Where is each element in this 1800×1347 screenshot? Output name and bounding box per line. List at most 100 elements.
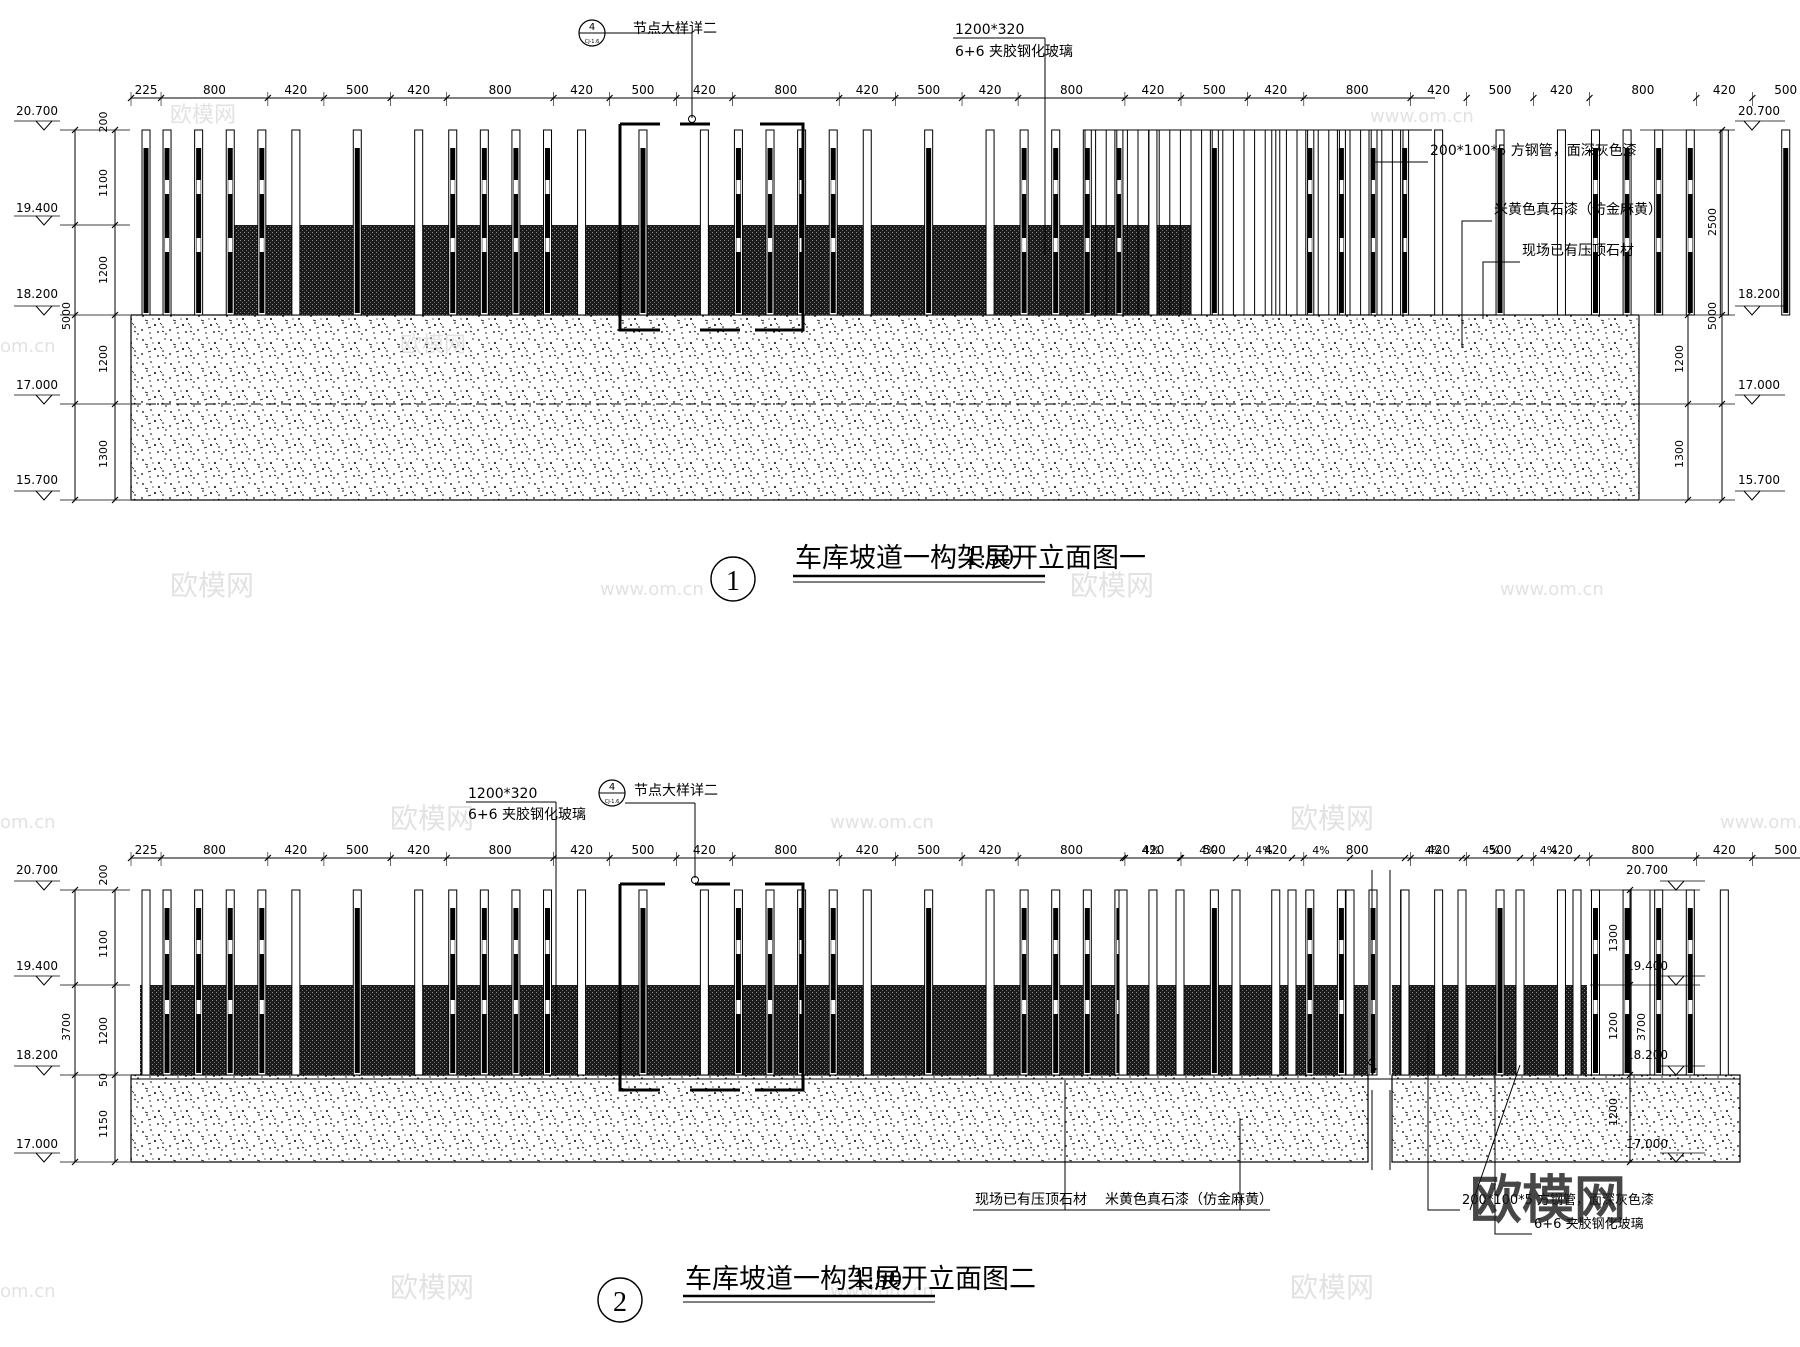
- top-dimension-label: 225: [135, 83, 158, 97]
- top-dimension-label: 800: [1060, 843, 1083, 857]
- post-dark-insert: [545, 908, 551, 1073]
- glass-band-left: [140, 985, 1368, 1075]
- post-dark-insert: [450, 148, 456, 313]
- frame-post: [1434, 889, 1444, 1076]
- post-gap: [1116, 180, 1121, 194]
- post-gap: [1085, 238, 1090, 252]
- left-vdim-5000: 5000: [60, 302, 73, 330]
- post-gap: [1370, 940, 1375, 954]
- post-gap: [1656, 238, 1661, 252]
- frame-post: [985, 129, 995, 316]
- d2-detail-callout-sheet: CJ-1.6: [605, 799, 620, 805]
- d2-glass-size-note: 1200*320: [468, 786, 537, 802]
- post-gap: [1656, 1000, 1661, 1014]
- top-dimension-label: 800: [203, 83, 226, 97]
- percent-dim-label: 4%: [1199, 844, 1216, 857]
- watermark-text: 欧模网: [1290, 1271, 1374, 1304]
- watermark-text: 欧模网: [1290, 802, 1374, 835]
- glass-band-right: [1392, 985, 1587, 1075]
- post-dark-insert: [196, 908, 202, 1073]
- d2-left-elevation-17-000: 17.000: [16, 1137, 58, 1151]
- top-dimension-label: 800: [489, 843, 512, 857]
- post-dark-insert: [1370, 148, 1376, 313]
- post-dark-insert: [481, 148, 487, 313]
- post-gap: [1593, 180, 1598, 194]
- frame-post: [1148, 129, 1158, 316]
- post-gap: [1085, 180, 1090, 194]
- post-dark-insert: [1783, 148, 1789, 313]
- top-dimension-label: 420: [407, 83, 430, 97]
- d2-right-vdim-1200b: 1200: [1607, 1098, 1620, 1126]
- post-dark-insert: [1084, 908, 1090, 1073]
- frame-post: [862, 889, 872, 1076]
- post-dark-insert: [227, 908, 233, 1073]
- steel-post: [1287, 889, 1297, 1076]
- post-gap: [1307, 940, 1312, 954]
- right-elevation-15-700: 15.700: [1738, 473, 1780, 487]
- elevation-marker: [35, 1065, 53, 1076]
- frame-post: [414, 889, 424, 1076]
- drawing-1-scale: 1:50: [965, 546, 1014, 571]
- elevation-marker: [35, 394, 53, 405]
- glass-size-note: 1200*320: [955, 22, 1024, 38]
- post-dark-insert: [354, 148, 360, 313]
- d2-right-vdim-1200a: 1200: [1607, 1012, 1620, 1040]
- post-gap: [1370, 180, 1375, 194]
- left-vdim-1200a: 1200: [97, 256, 110, 284]
- steel-post: [1231, 889, 1241, 1076]
- dim-tick: [1401, 854, 1409, 862]
- post-gap: [1688, 238, 1693, 252]
- top-dimension-label: 800: [203, 843, 226, 857]
- top-dimension-label: 420: [284, 83, 307, 97]
- top-dimension-label: 500: [917, 843, 940, 857]
- frame-post: [291, 889, 301, 1076]
- stone-base: [130, 314, 1640, 501]
- drawing-2-index-bubble: [597, 1277, 643, 1323]
- post-gap: [768, 180, 773, 194]
- d2-glass-desc-note: 6+6 夹胶钢化玻璃: [468, 806, 586, 823]
- post-dark-insert: [767, 148, 773, 313]
- post-gap: [1339, 180, 1344, 194]
- post-gap: [1688, 1000, 1693, 1014]
- post-gap: [1656, 940, 1661, 954]
- top-dimension-label: 420: [1141, 83, 1164, 97]
- drawing-2-geometry: [14, 852, 1800, 1170]
- post-gap: [831, 940, 836, 954]
- post-dark-insert: [143, 148, 149, 313]
- top-dimension-label: 500: [1203, 843, 1226, 857]
- dim-tick: [1346, 854, 1354, 862]
- post-dark-insert: [1624, 908, 1630, 1073]
- watermark-text: 欧模网: [170, 103, 236, 128]
- glass-band: [231, 225, 1191, 315]
- top-dimension-label: 800: [774, 83, 797, 97]
- watermark-text: 欧模网: [390, 802, 474, 835]
- post-dark-insert: [1021, 148, 1027, 313]
- watermark-text: www.om.cn: [1500, 579, 1604, 600]
- post-dark-insert: [1021, 908, 1027, 1073]
- post-gap: [1593, 940, 1598, 954]
- post-dark-insert: [1592, 148, 1598, 313]
- post-gap: [228, 1000, 233, 1014]
- watermark-text: www.om.cn: [830, 812, 934, 833]
- watermark-text: om.cn: [0, 336, 56, 357]
- left-vdim-1300: 1300: [97, 440, 110, 468]
- post-gap: [768, 1000, 773, 1014]
- post-gap: [1307, 180, 1312, 194]
- frame-post: [1434, 129, 1444, 316]
- post-gap: [196, 238, 201, 252]
- top-dimension-label: 500: [917, 83, 940, 97]
- d2-right-elevation-17-000: 17.000: [1626, 1137, 1668, 1151]
- d2-coping-stone-note: 现场已有压顶石材: [975, 1192, 1087, 1208]
- post-dark-insert: [830, 148, 836, 313]
- dim-tick: [1684, 311, 1692, 319]
- top-dimension-label: 420: [979, 843, 1002, 857]
- post-gap: [1625, 180, 1630, 194]
- post-dark-insert: [926, 148, 932, 313]
- d2-right-elevation-18-200: 18.200: [1626, 1048, 1668, 1062]
- post-dark-insert: [545, 148, 551, 313]
- left-elevation-20-700: 20.700: [16, 104, 58, 118]
- steel-post: [1175, 889, 1185, 1076]
- right-vdim-1200: 1200: [1673, 345, 1686, 373]
- dim-tick: [1288, 854, 1296, 862]
